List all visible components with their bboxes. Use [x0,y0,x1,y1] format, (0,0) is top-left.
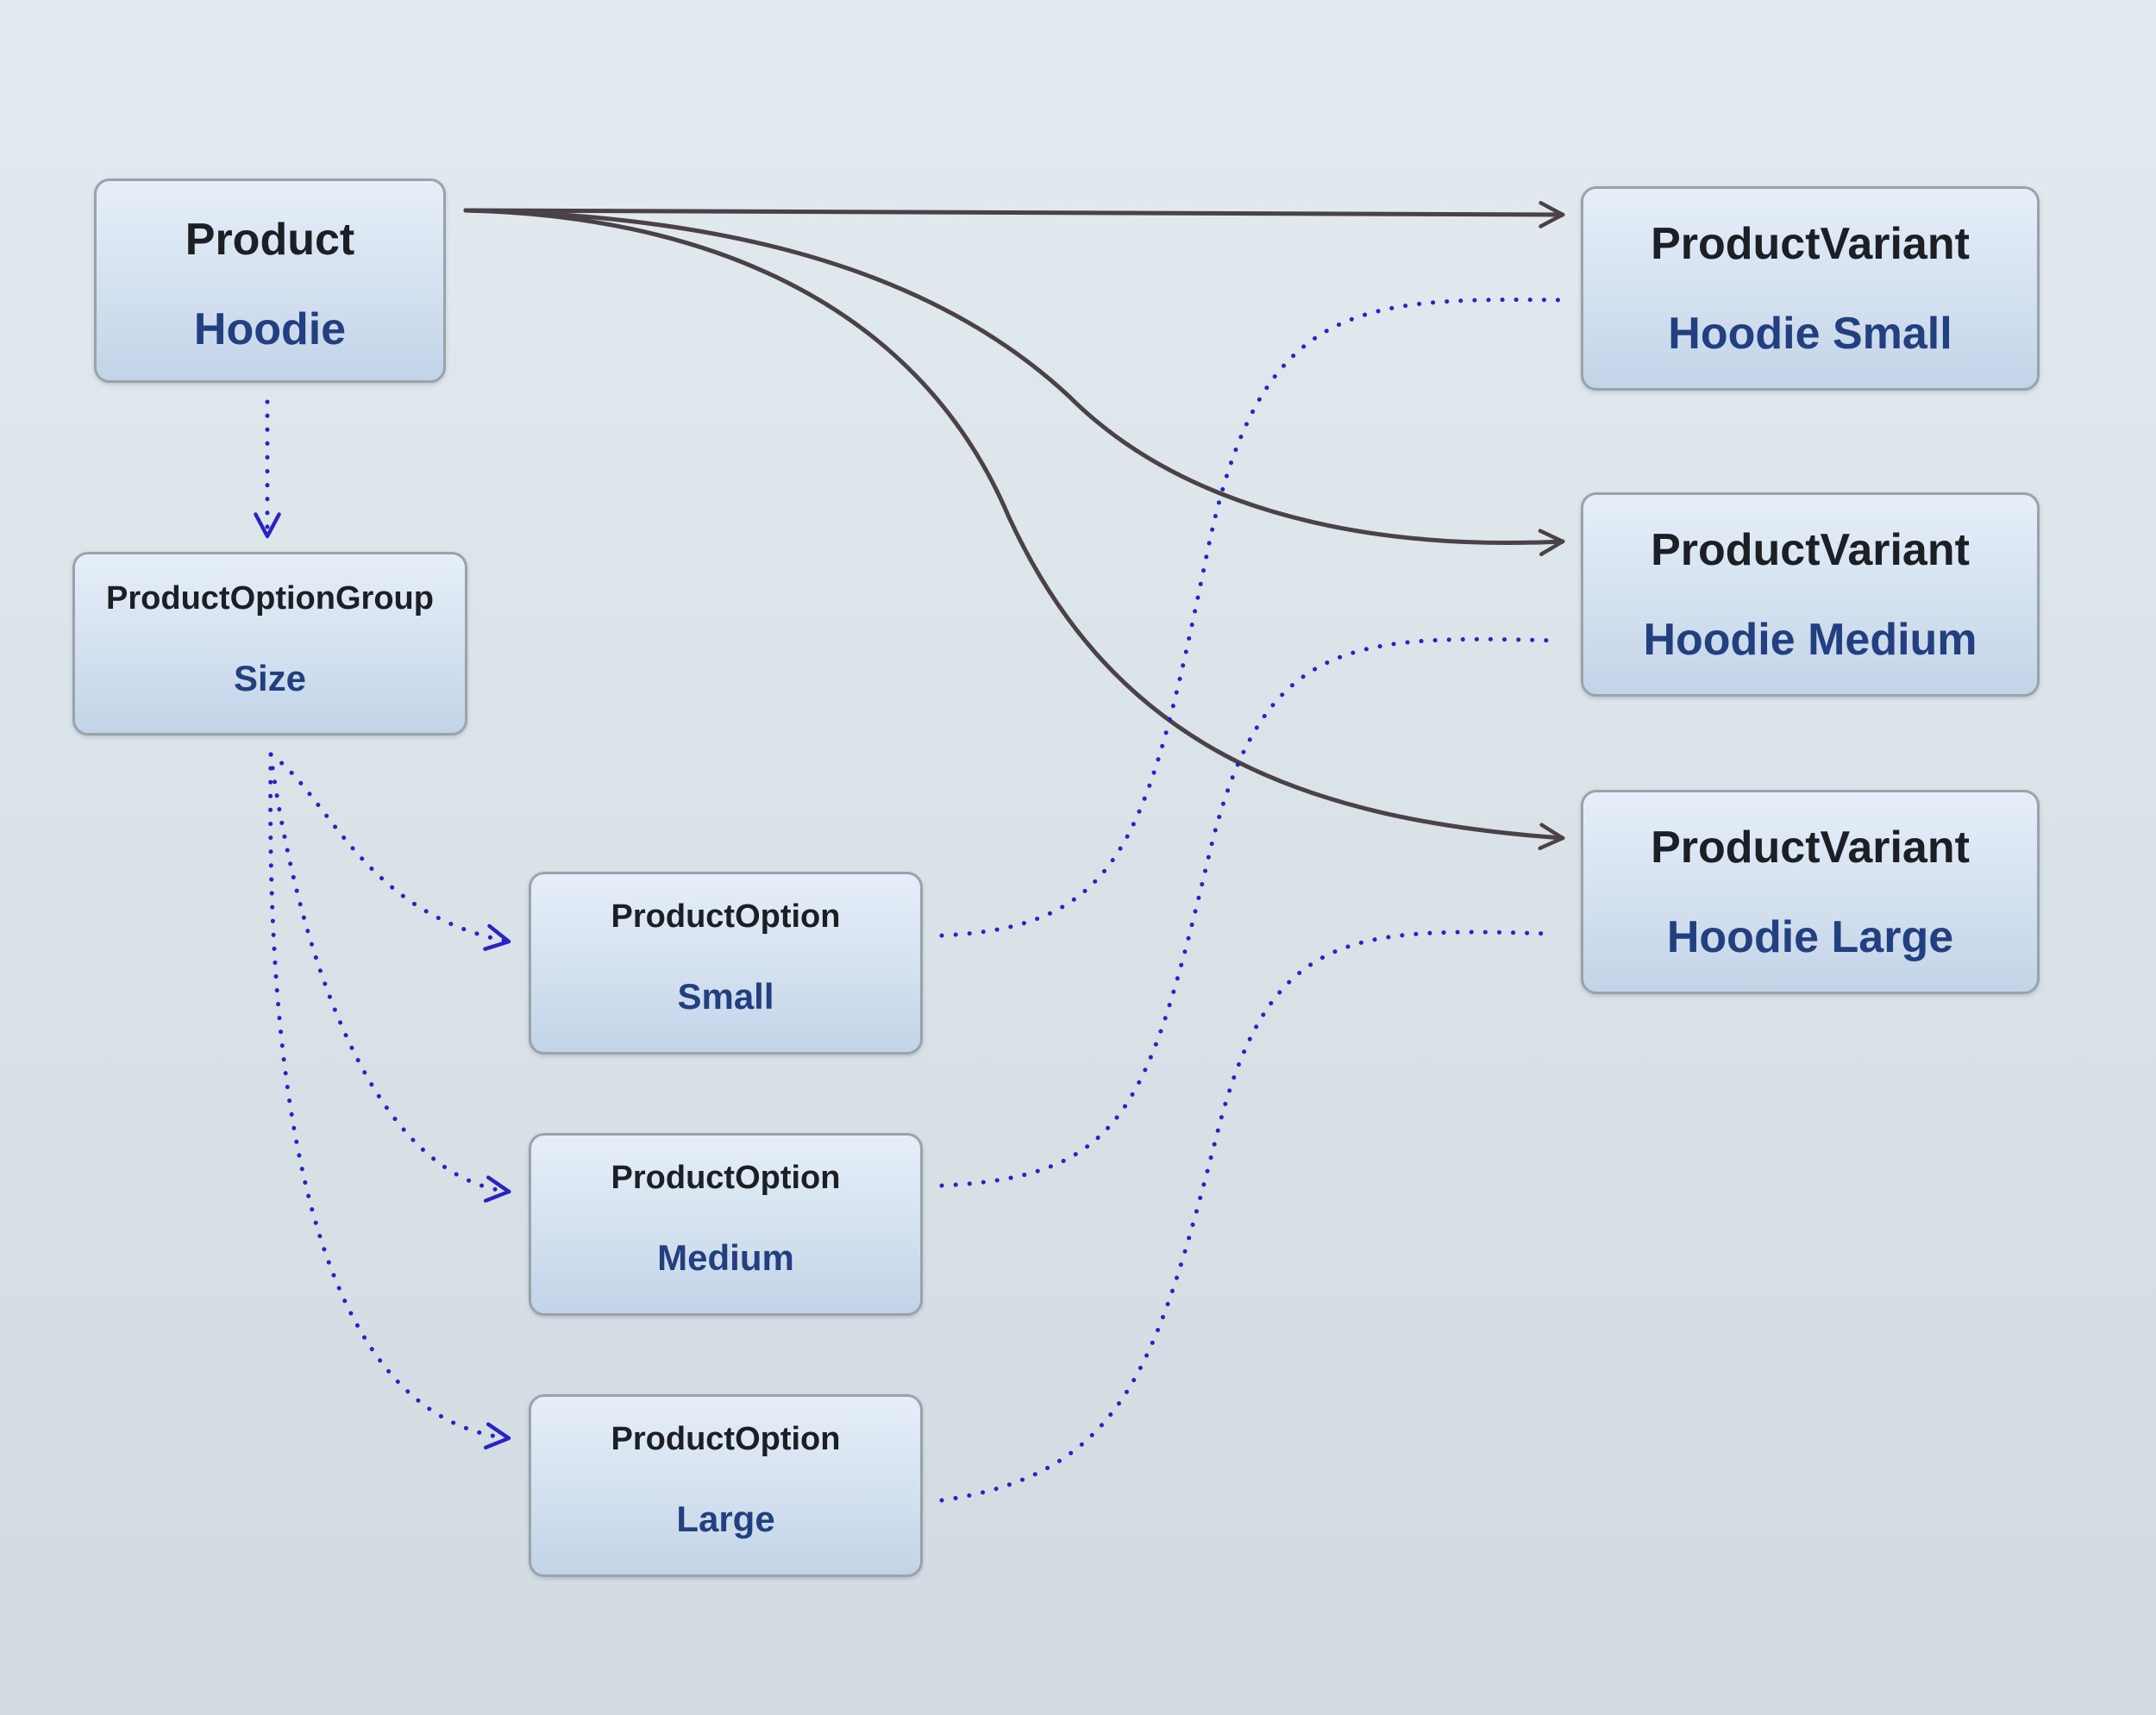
option-node-large[interactable]: ProductOption Large [529,1394,923,1577]
edge-option-medium-to-variant-medium [939,636,1559,1188]
edge-group-to-option-medium [268,752,511,1203]
option-node-medium[interactable]: ProductOption Medium [529,1133,923,1316]
product-name-label: Hoodie [193,304,347,354]
option-node-small[interactable]: ProductOption Small [529,872,923,1055]
edge-group-to-option-large [268,752,511,1449]
edge-option-large-to-variant-large [939,929,1555,1503]
edge-product-to-variant-large [463,208,1565,850]
option-group-node[interactable]: ProductOptionGroup Size [72,552,467,735]
edge-option-small-to-variant-small [939,297,1565,938]
option-group-name-label: Size [233,658,307,698]
edge-product-to-variant-small [463,201,1565,228]
variant-name-label: Hoodie Small [1668,309,1952,359]
option-name-label: Large [676,1499,775,1539]
variant-node-small[interactable]: ProductVariant Hoodie Small [1581,186,2040,391]
option-name-label: Medium [657,1237,794,1278]
variant-name-label: Hoodie Medium [1643,615,1977,665]
variant-type-label: ProductVariant [1651,219,1970,269]
option-name-label: Small [677,976,774,1017]
edge-group-to-option-small [268,752,511,951]
option-type-label: ProductOption [611,898,841,935]
variant-type-label: ProductVariant [1651,525,1970,575]
variant-node-large[interactable]: ProductVariant Hoodie Large [1581,790,2040,994]
product-node[interactable]: Product Hoodie [94,178,446,383]
product-type-label: Product [185,215,355,265]
variant-name-label: Hoodie Large [1666,912,1954,962]
variant-type-label: ProductVariant [1651,823,1970,873]
variant-node-medium[interactable]: ProductVariant Hoodie Medium [1581,492,2040,697]
option-type-label: ProductOption [611,1160,841,1196]
option-type-label: ProductOption [611,1421,841,1457]
option-group-type-label: ProductOptionGroup [106,580,434,617]
edge-product-to-variant-medium [463,208,1565,557]
